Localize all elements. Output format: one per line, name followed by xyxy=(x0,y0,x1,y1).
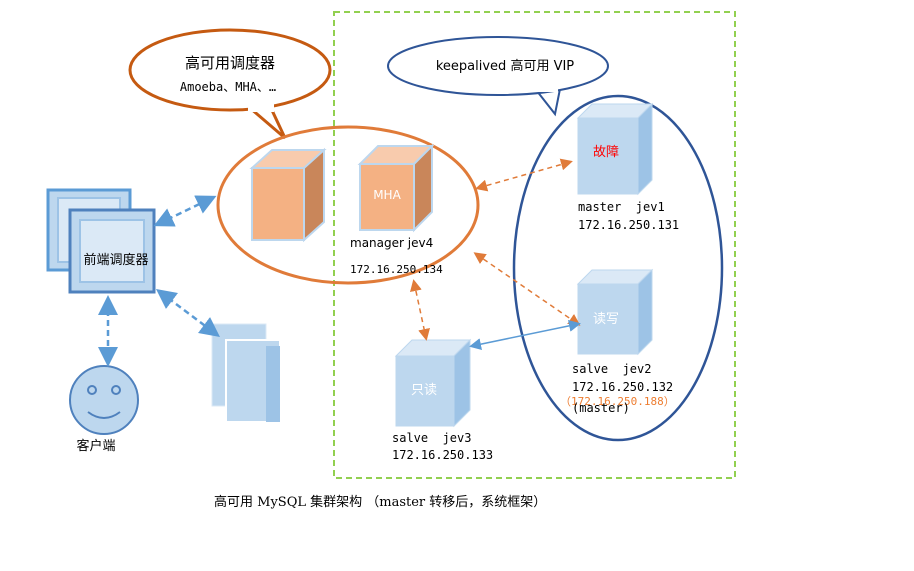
client-label: 客户端 xyxy=(76,438,115,454)
jev2-box-label: 读写 xyxy=(593,312,619,327)
frontend-scheduler-label: 前端调度器 xyxy=(83,252,148,268)
jev2-name: salve jev2 xyxy=(572,362,651,376)
scheduler-callout-subtitle: Amoeba、MHA、… xyxy=(180,80,276,94)
vip-callout: keepalived 高可用 VIP xyxy=(387,36,609,117)
jev2-cube: 读写 xyxy=(576,268,654,356)
link-frontend-scheduler xyxy=(153,195,217,227)
jev1-cube: 故障 xyxy=(576,102,654,196)
diagram-caption: 高可用 MySQL 集群架构 （master 转移后，系统框架） xyxy=(214,494,546,510)
scheduler-cube xyxy=(249,147,327,243)
jev3-cube: 只读 xyxy=(394,338,472,428)
link-frontend-backup xyxy=(156,289,220,337)
frontend-scheduler: 前端调度器 xyxy=(46,188,156,294)
jev3-ip: 172.16.250.133 xyxy=(392,448,493,462)
backup-frontend-box xyxy=(211,323,281,423)
jev2-ip: 172.16.250.132 xyxy=(572,380,673,394)
jev1-box-label: 故障 xyxy=(593,145,619,160)
jev1-name: master jev1 xyxy=(578,200,665,214)
mha-cube: MHA xyxy=(357,143,435,233)
jev3-box-label: 只读 xyxy=(411,383,437,398)
link-mha-jev2 xyxy=(473,252,581,326)
link-jev3-jev2 xyxy=(469,319,581,351)
link-mha-jev3 xyxy=(410,279,430,341)
scheduler-callout: 高可用调度器 Amoeba、MHA、… xyxy=(128,28,332,140)
jev2-vip: （172.16.250.188） xyxy=(560,395,675,408)
mha-group-ellipse xyxy=(216,125,480,285)
cluster-frame xyxy=(333,11,736,479)
mha-manager-label: manager jev4 xyxy=(350,236,433,250)
jev3-name: salve jev3 xyxy=(392,431,471,445)
link-mha-jev1 xyxy=(475,158,573,192)
client-smiley-icon xyxy=(69,365,139,435)
vip-callout-label: keepalived 高可用 VIP xyxy=(436,58,574,74)
scheduler-callout-title: 高可用调度器 xyxy=(185,54,275,72)
jev1-ip: 172.16.250.131 xyxy=(578,218,679,232)
jev2-role: (master) xyxy=(572,401,630,415)
mha-manager-ip: 172.16.250.134 xyxy=(350,263,443,276)
mha-box-label: MHA xyxy=(373,188,401,202)
